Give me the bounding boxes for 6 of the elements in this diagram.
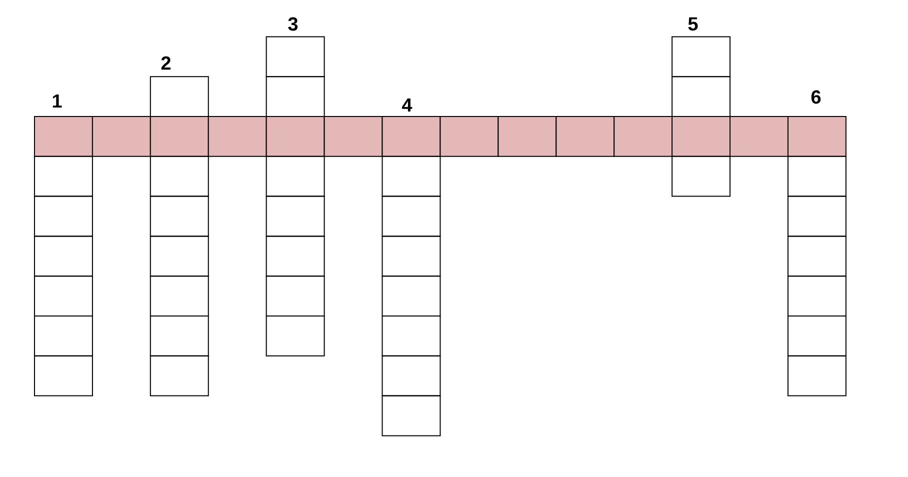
clue-number: 1	[52, 94, 62, 108]
clue-number: 3	[288, 17, 298, 31]
clue-number: 5	[688, 17, 698, 31]
clue-number: 6	[811, 90, 821, 104]
clue-number: 4	[402, 98, 412, 112]
clue-number: 2	[161, 56, 171, 70]
